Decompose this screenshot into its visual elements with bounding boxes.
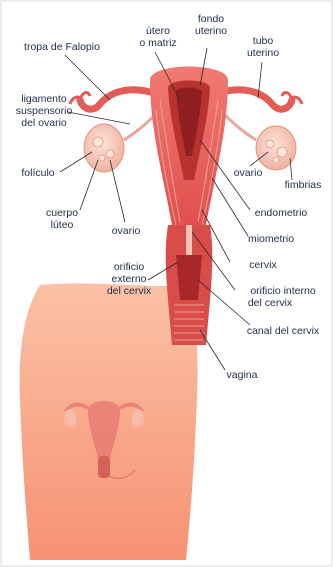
- label-cervix: cervix: [249, 259, 277, 271]
- label-orificio-interno-2: del cervix: [248, 297, 293, 309]
- label-orificio-interno-1: orificio interno: [250, 285, 316, 297]
- label-orificio-externo-2: externo: [111, 273, 146, 285]
- label-cuerpo-1: cuerpo: [46, 207, 78, 219]
- label-canal: canal del cervix: [247, 325, 320, 337]
- label-utero-2: o matriz: [139, 37, 176, 49]
- label-orificio-externo-1: orificio: [114, 261, 145, 273]
- label-tubo-2: uterino: [247, 47, 279, 59]
- label-fondo-1: fondo: [198, 13, 224, 25]
- uterus: [150, 67, 228, 226]
- label-cuerpo-2: lúteo: [51, 219, 74, 231]
- label-trompa: tropa de Falopio: [24, 41, 100, 53]
- label-orificio-externo-3: del cervix: [107, 285, 152, 297]
- label-foliculo: folículo: [21, 167, 54, 179]
- label-ovario-left: ovario: [112, 225, 141, 237]
- label-endometrio: endometrio: [255, 207, 308, 219]
- label-vagina: vagina: [227, 369, 258, 381]
- cervix-vagina: [166, 225, 213, 345]
- label-ligamento-2: suspensorio: [16, 105, 73, 117]
- label-utero-1: útero: [146, 25, 170, 37]
- label-ligamento-3: del ovario: [21, 117, 67, 129]
- label-fondo-2: uterino: [195, 25, 227, 37]
- label-tubo-1: tubo: [253, 35, 274, 47]
- label-ligamento-1: ligamento: [21, 93, 67, 105]
- label-ovario-right: ovario: [234, 167, 263, 179]
- label-fimbrias: fimbrias: [285, 179, 322, 191]
- label-miometrio: miometrio: [248, 233, 294, 245]
